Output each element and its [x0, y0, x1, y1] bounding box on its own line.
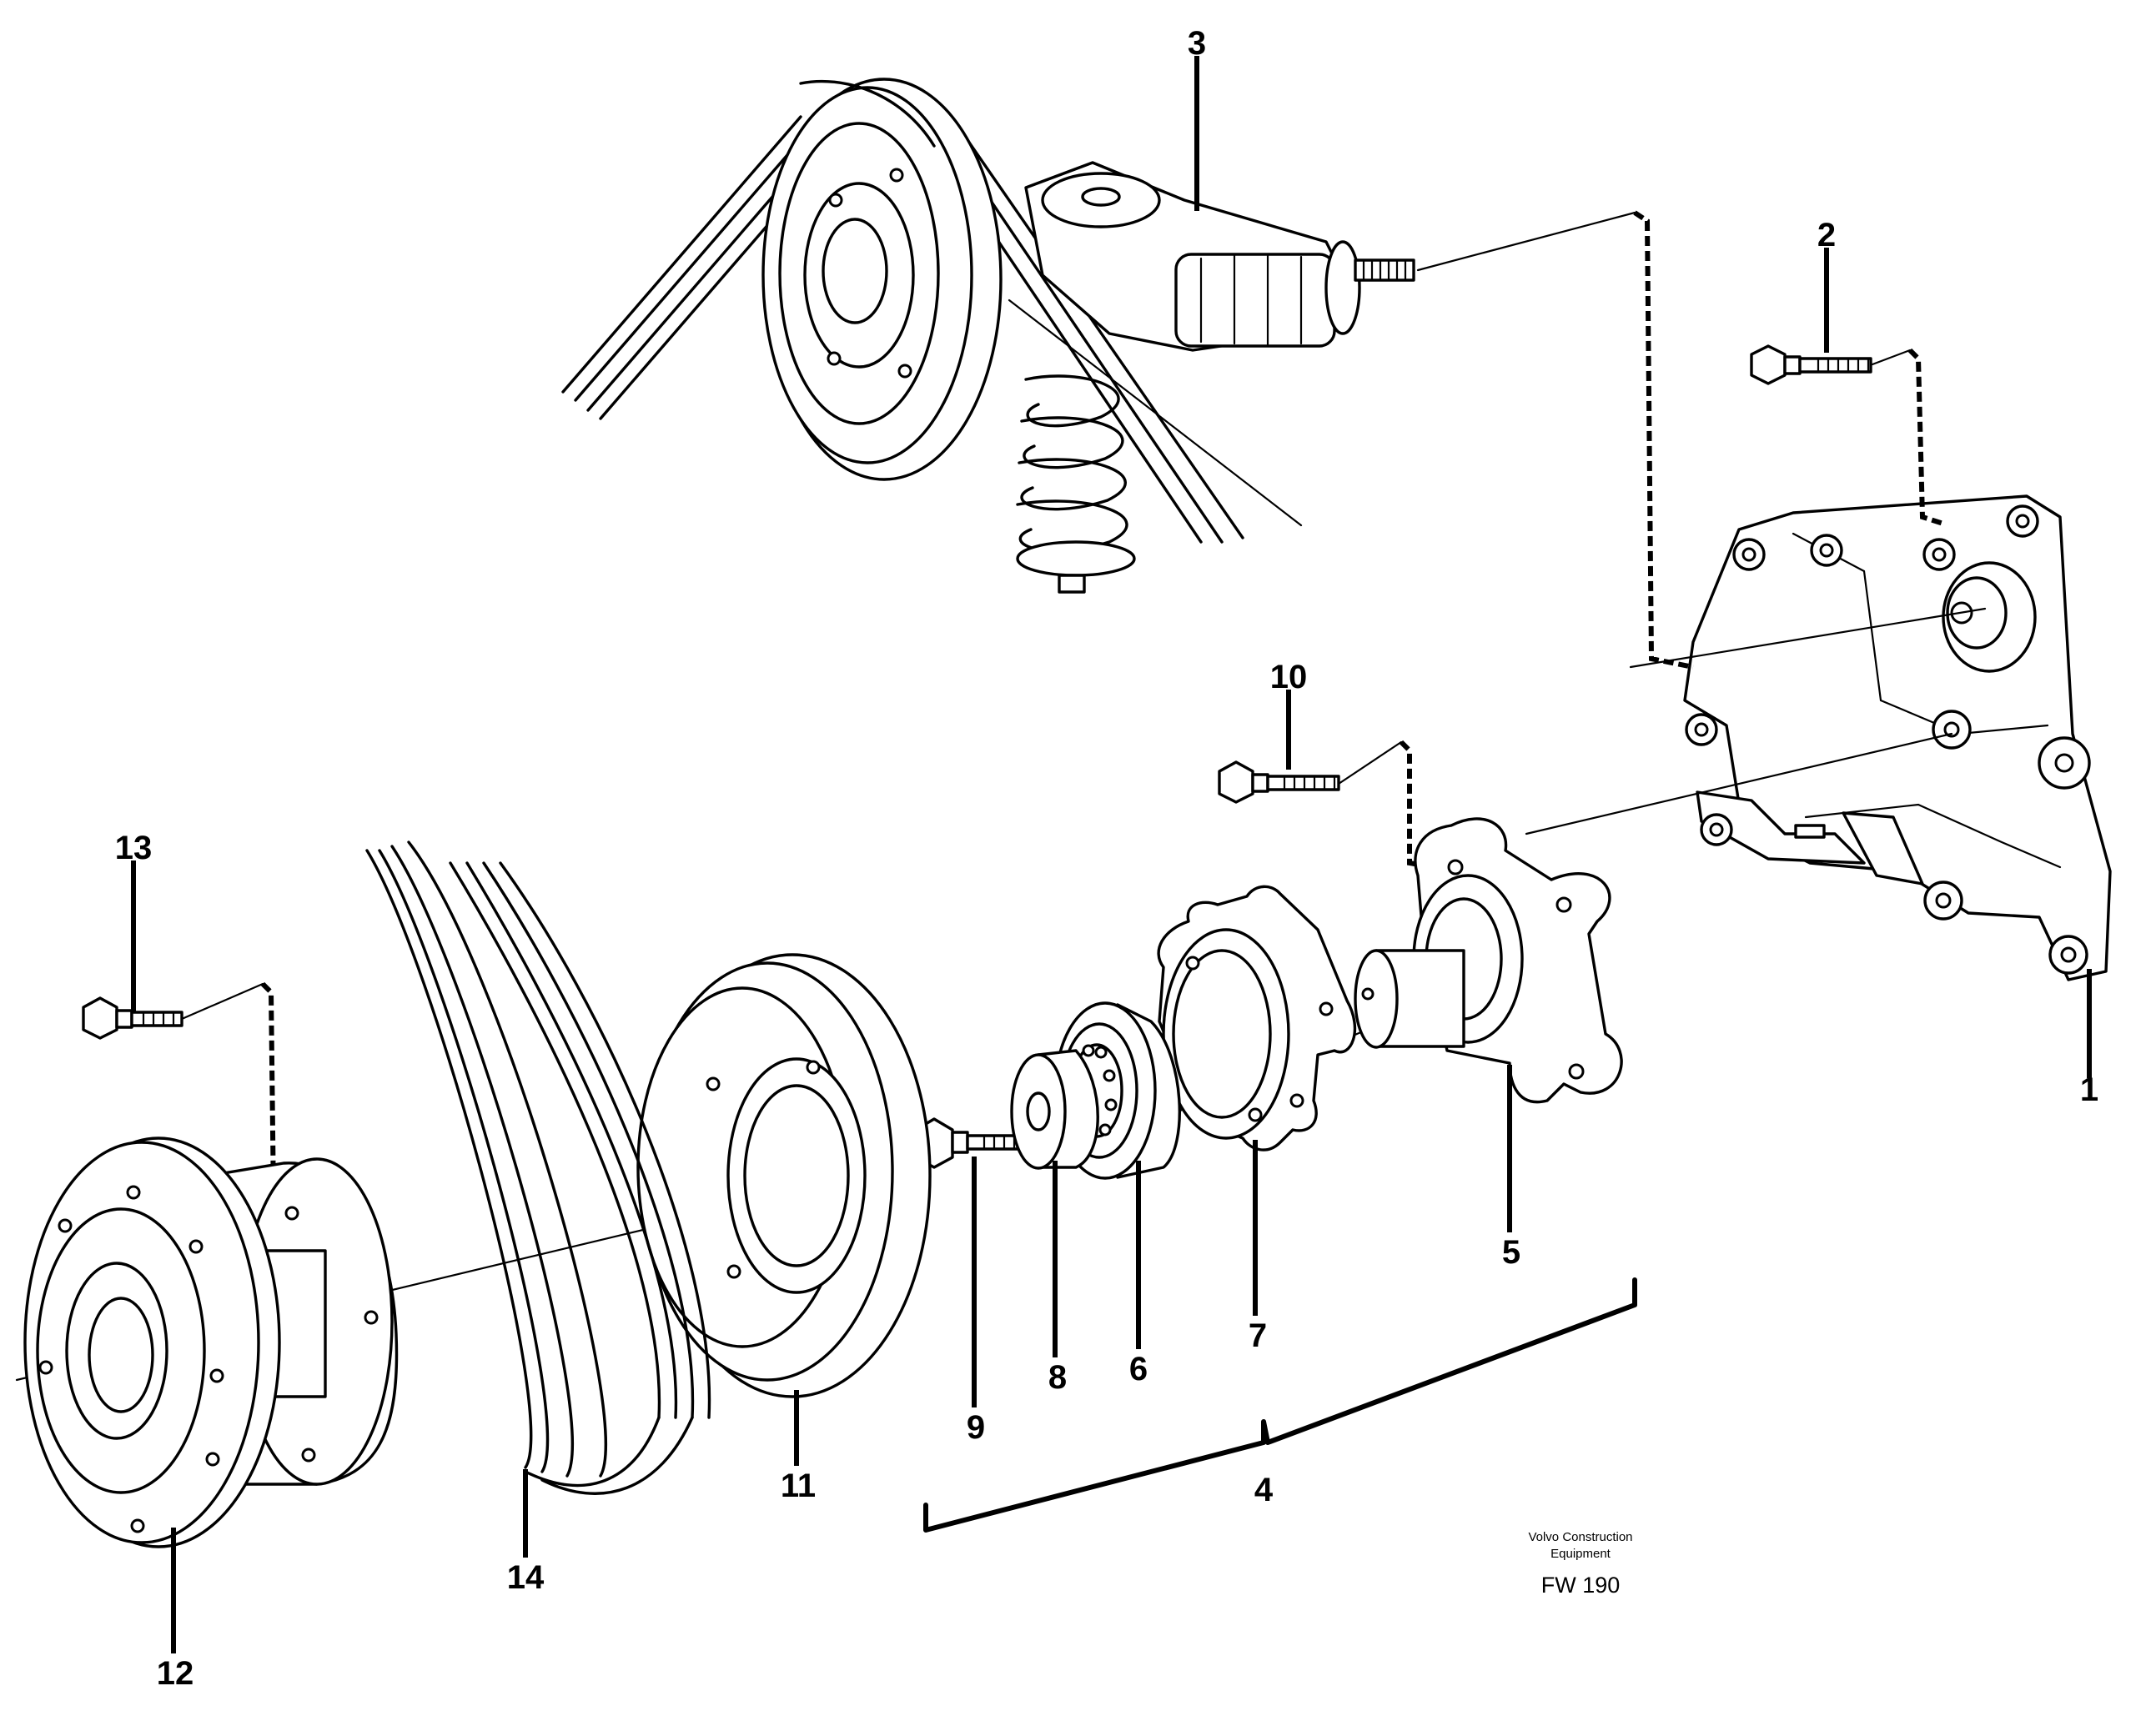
callout-14: 14 — [507, 1559, 545, 1596]
maker-line-2: Equipment — [1550, 1547, 1611, 1561]
drive-pulley — [636, 953, 932, 1398]
callout-7: 7 — [1249, 1317, 1267, 1354]
callout-1: 1 — [2080, 1071, 2098, 1108]
publisher-block: Volvo Construction Equipment FW 190 — [1528, 1530, 1632, 1598]
callout-5: 5 — [1502, 1234, 1520, 1271]
callout-8: 8 — [1048, 1359, 1067, 1396]
tensioner-spring — [1016, 374, 1136, 594]
shaft-adapter — [1354, 817, 1623, 1104]
tensioner-pivot-bolt — [1354, 258, 1415, 282]
bolt-10 — [1218, 760, 1340, 804]
callout-2: 2 — [1817, 217, 1836, 253]
maker-line-1: Volvo Construction — [1528, 1530, 1632, 1544]
spacer-sleeve — [1010, 1049, 1099, 1170]
callout-11: 11 — [781, 1468, 816, 1504]
drive-belt — [365, 840, 711, 1495]
tensioner-pulley — [761, 78, 1003, 481]
callout-10: 10 — [1270, 659, 1308, 695]
kit-bracket — [923, 1277, 1637, 1533]
bolt-2 — [1750, 344, 1872, 385]
callout-4: 4 — [1254, 1472, 1274, 1508]
belt-tensioner-assembly — [561, 78, 1415, 594]
callout-3: 3 — [1188, 25, 1206, 62]
callout-9: 9 — [967, 1409, 985, 1446]
mounting-bracket — [1683, 494, 2112, 981]
bearing-housing — [1157, 885, 1357, 1152]
tensioner-arm — [1024, 161, 1361, 352]
callout-labels: 3 2 10 13 1 5 7 6 8 9 11 4 14 12 — [115, 25, 2098, 1692]
crankshaft-hub — [23, 1136, 399, 1548]
callout-6: 6 — [1129, 1351, 1148, 1387]
leader-lines — [131, 56, 2092, 1653]
callout-12: 12 — [157, 1655, 194, 1692]
callout-13: 13 — [115, 830, 153, 866]
figure-code: FW 190 — [1541, 1573, 1621, 1598]
